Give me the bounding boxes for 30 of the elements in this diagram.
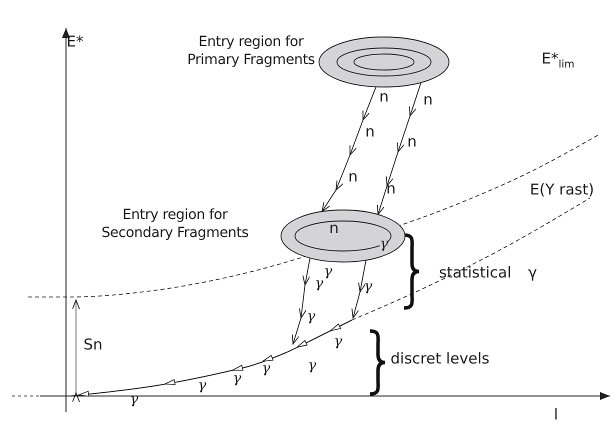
transition-label: γ (334, 334, 342, 350)
transition-label: γ (364, 278, 372, 296)
region-label: Entry region for Secondary Fragments (100, 206, 250, 242)
transition-label: γ (380, 238, 388, 250)
transition-label: γ (198, 378, 206, 394)
arrow (292, 258, 310, 346)
transition-label: n (329, 222, 339, 234)
axis-label: l (554, 406, 558, 424)
transition-label: γ (314, 276, 324, 292)
region-label: discret levels (390, 350, 490, 368)
axis-label: E*$_{lim}$ (541, 50, 575, 72)
dimension-label: Sn (83, 336, 103, 354)
transition-label: n (379, 88, 389, 106)
region-label: Entry region for Primary Fragments (186, 33, 316, 69)
transition-label: γ (130, 392, 138, 408)
transition-label: γ (324, 264, 332, 280)
transition-label: n (348, 168, 358, 186)
arrow (376, 82, 422, 215)
transition-label: n (386, 180, 396, 198)
transition-label: γ (308, 358, 316, 374)
transition-label: γ (262, 360, 270, 378)
curve-label: E(Y rast) (530, 182, 594, 198)
arrow (352, 260, 366, 320)
transition-label: n (407, 134, 417, 150)
region-label: statistical γ (438, 264, 538, 282)
transition-label: γ (306, 308, 316, 326)
transition-label: n (423, 92, 433, 108)
transition-label: γ (232, 370, 242, 388)
arrow (322, 86, 376, 212)
transition-label: n (365, 124, 375, 140)
